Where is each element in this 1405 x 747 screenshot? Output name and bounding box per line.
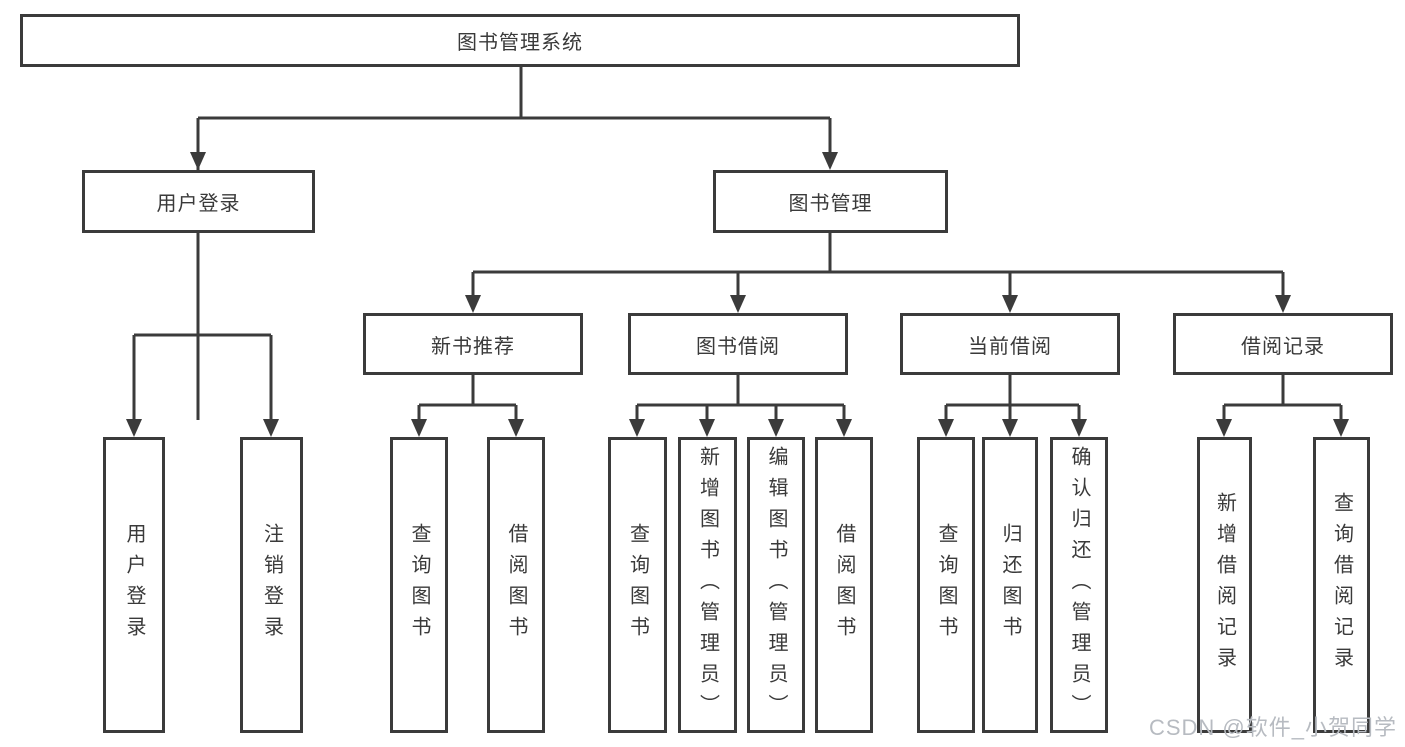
node-new-book-rec-label: 新书推荐: [431, 335, 515, 358]
leaf-cb-query-books: 查询图书: [917, 437, 975, 733]
connector-book-borrow-to-leaves: [629, 375, 852, 437]
connector-current-borrow-to-leaves: [938, 375, 1087, 437]
leaf-cb-query-books-label: 查询图书: [935, 523, 957, 647]
leaf-nbr-borrow-books: 借阅图书: [487, 437, 545, 733]
leaf-bb-add-books-admin-label: 新增图书（管理员）: [696, 445, 719, 725]
node-root: 图书管理系统: [20, 14, 1020, 67]
leaf-br-add-record: 新增借阅记录: [1197, 437, 1252, 733]
leaf-user-login: 用户登录: [103, 437, 165, 733]
leaf-bb-query-books: 查询图书: [608, 437, 667, 733]
node-borrow-records: 借阅记录: [1173, 313, 1393, 375]
leaf-bb-edit-books-admin-label: 编辑图书（管理员）: [765, 445, 787, 725]
leaf-bb-edit-books-admin: 编辑图书（管理员）: [747, 437, 805, 733]
leaf-bb-borrow-books-label: 借阅图书: [833, 523, 855, 647]
node-user-login: 用户登录: [82, 170, 315, 233]
leaf-nbr-borrow-books-label: 借阅图书: [505, 523, 527, 647]
node-new-book-rec: 新书推荐: [363, 313, 583, 375]
leaf-cb-confirm-return-admin: 确认归还（管理员）: [1050, 437, 1108, 733]
node-user-login-label: 用户登录: [156, 193, 241, 215]
leaf-cb-return-books-label: 归还图书: [999, 523, 1021, 647]
leaf-logout-label: 注销登录: [260, 523, 283, 647]
node-book-mgmt: 图书管理: [713, 170, 948, 233]
connector-root-to-level2: [190, 67, 838, 420]
leaf-user-login-label: 用户登录: [123, 523, 145, 647]
node-current-borrow: 当前借阅: [900, 313, 1120, 375]
connector-new-book-to-leaves: [411, 375, 524, 437]
leaf-br-add-record-label: 新增借阅记录: [1213, 492, 1236, 678]
csdn-watermark: CSDN @软件_小贺同学: [1148, 715, 1397, 740]
leaf-bb-query-books-label: 查询图书: [626, 523, 649, 647]
leaf-nbr-query-books-label: 查询图书: [408, 523, 430, 647]
node-root-label: 图书管理系统: [457, 32, 583, 54]
connector-user-login-to-leaves: [126, 233, 279, 437]
connector-borrow-records-to-leaves: [1216, 375, 1349, 437]
leaf-cb-confirm-return-admin-label: 确认归还（管理员）: [1068, 445, 1090, 725]
connector-book-mgmt-to-level3: [465, 233, 1291, 313]
leaf-bb-add-books-admin: 新增图书（管理员）: [678, 437, 737, 733]
leaf-logout: 注销登录: [240, 437, 303, 733]
node-book-mgmt-label: 图书管理: [788, 193, 873, 215]
leaf-cb-return-books: 归还图书: [982, 437, 1038, 733]
node-current-borrow-label: 当前借阅: [968, 335, 1052, 358]
node-book-borrow: 图书借阅: [628, 313, 848, 375]
leaf-nbr-query-books: 查询图书: [390, 437, 448, 733]
leaf-br-query-record-label: 查询借阅记录: [1330, 492, 1353, 678]
node-borrow-records-label: 借阅记录: [1241, 335, 1325, 358]
leaf-br-query-record: 查询借阅记录: [1313, 437, 1370, 733]
node-book-borrow-label: 图书借阅: [696, 335, 780, 358]
leaf-bb-borrow-books: 借阅图书: [815, 437, 873, 733]
